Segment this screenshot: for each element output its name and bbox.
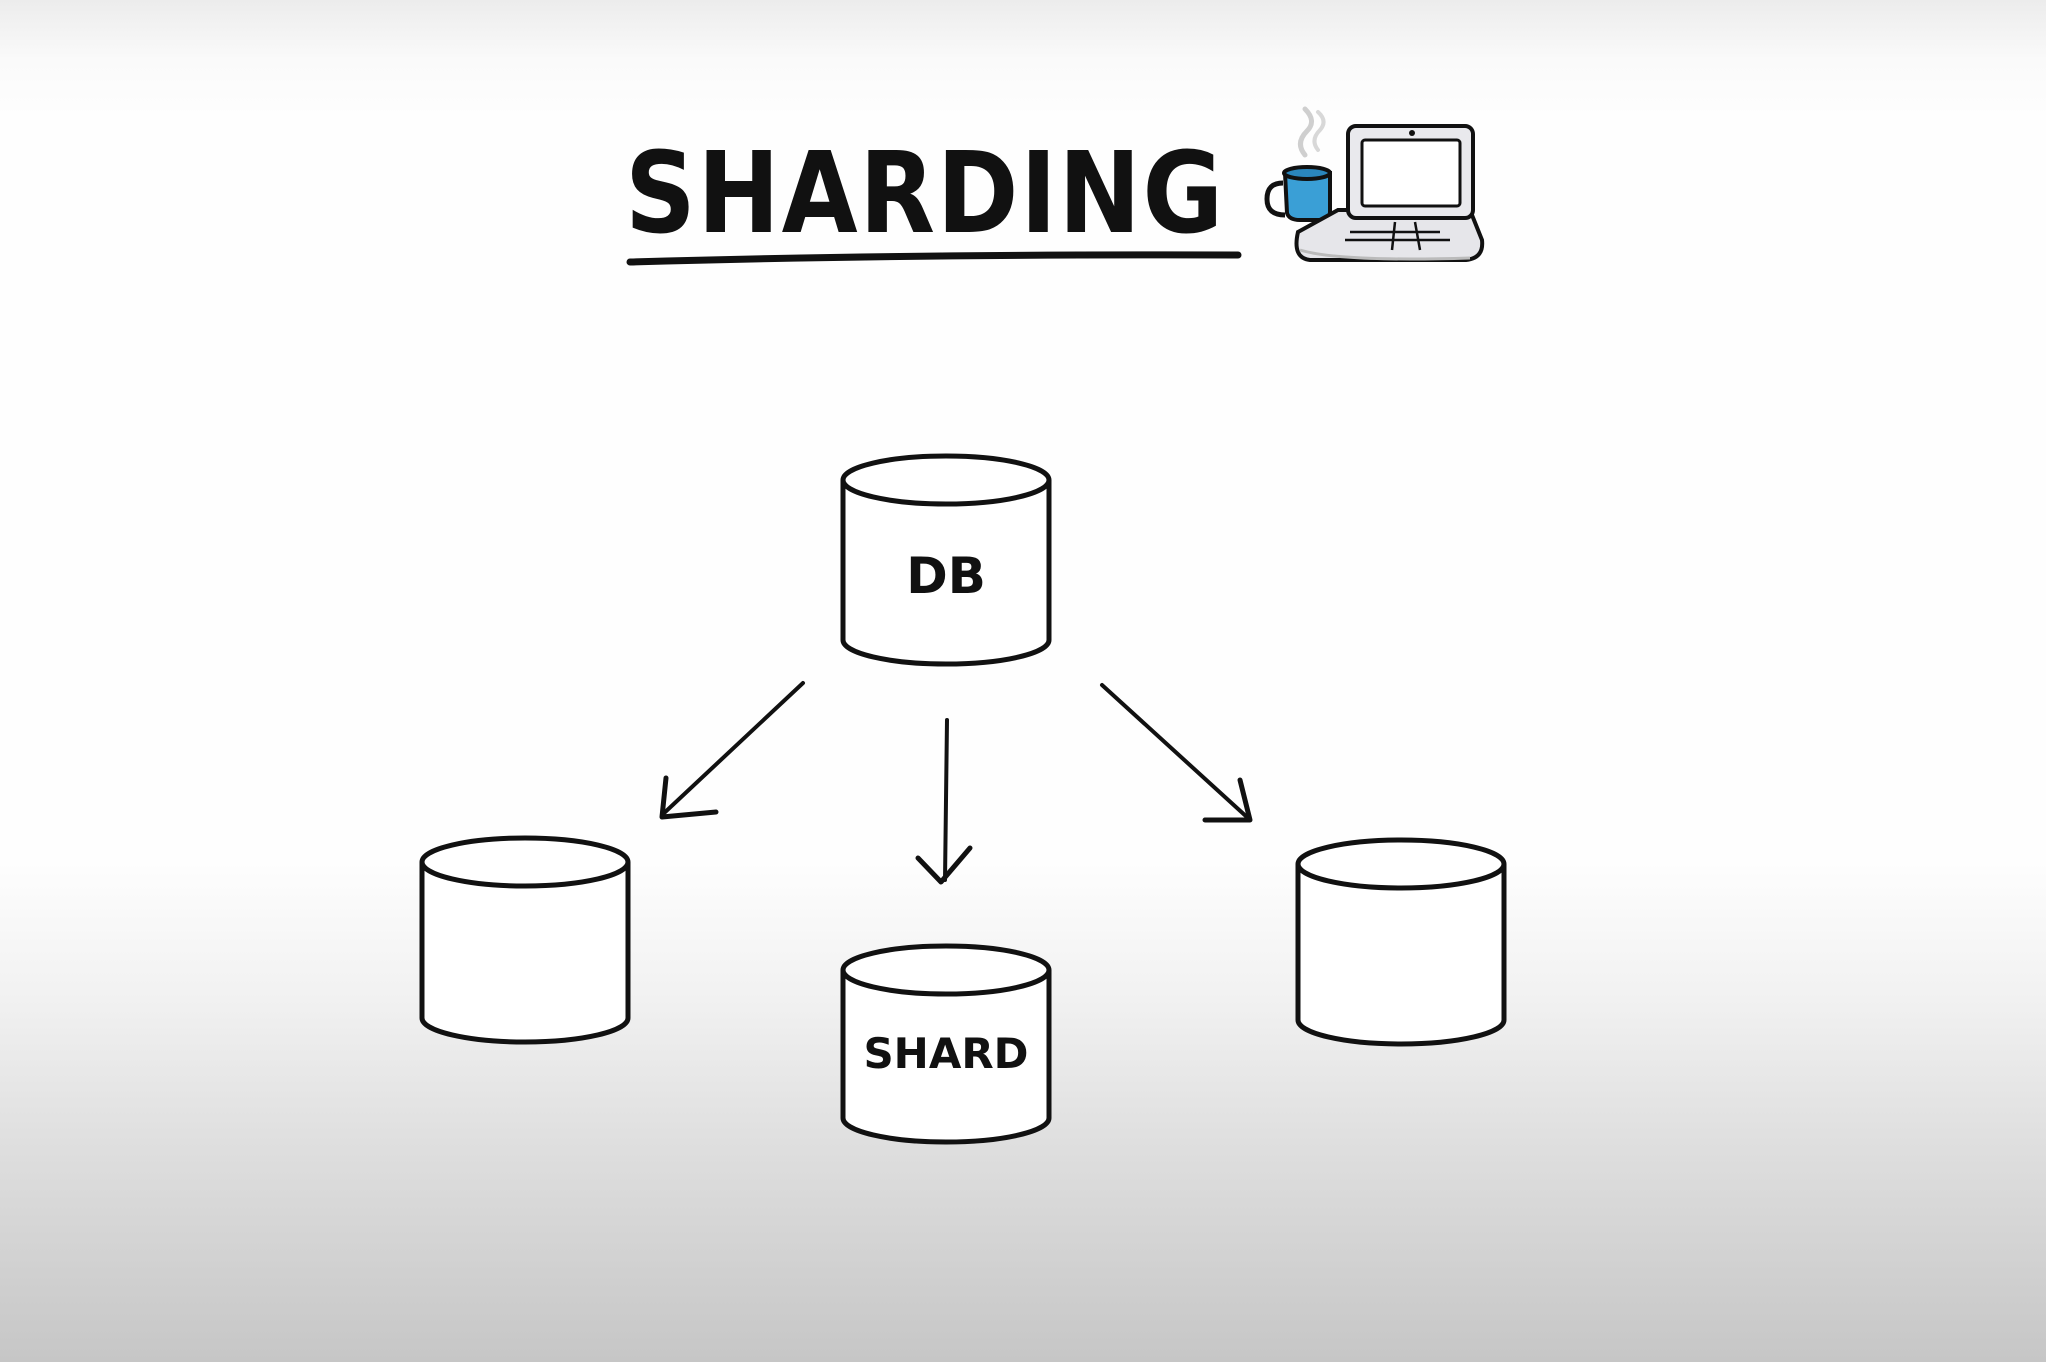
left-shard-cylinder (419, 835, 631, 1045)
arrow-to-right-shard (1100, 683, 1253, 823)
arrow-to-left-shard (659, 681, 805, 820)
shard-label: SHARD (863, 1029, 1028, 1078)
db-cylinder: DB (840, 453, 1052, 667)
laptop-icon (1294, 124, 1485, 262)
page-title: SHARDING (625, 129, 1225, 259)
db-label: DB (906, 547, 986, 605)
arrow-to-center-shard (915, 718, 973, 885)
coffee-mug-icon (1264, 106, 1332, 222)
right-shard-cylinder (1295, 837, 1507, 1047)
title-underline (626, 251, 1242, 266)
center-shard-cylinder: SHARD (840, 943, 1052, 1145)
